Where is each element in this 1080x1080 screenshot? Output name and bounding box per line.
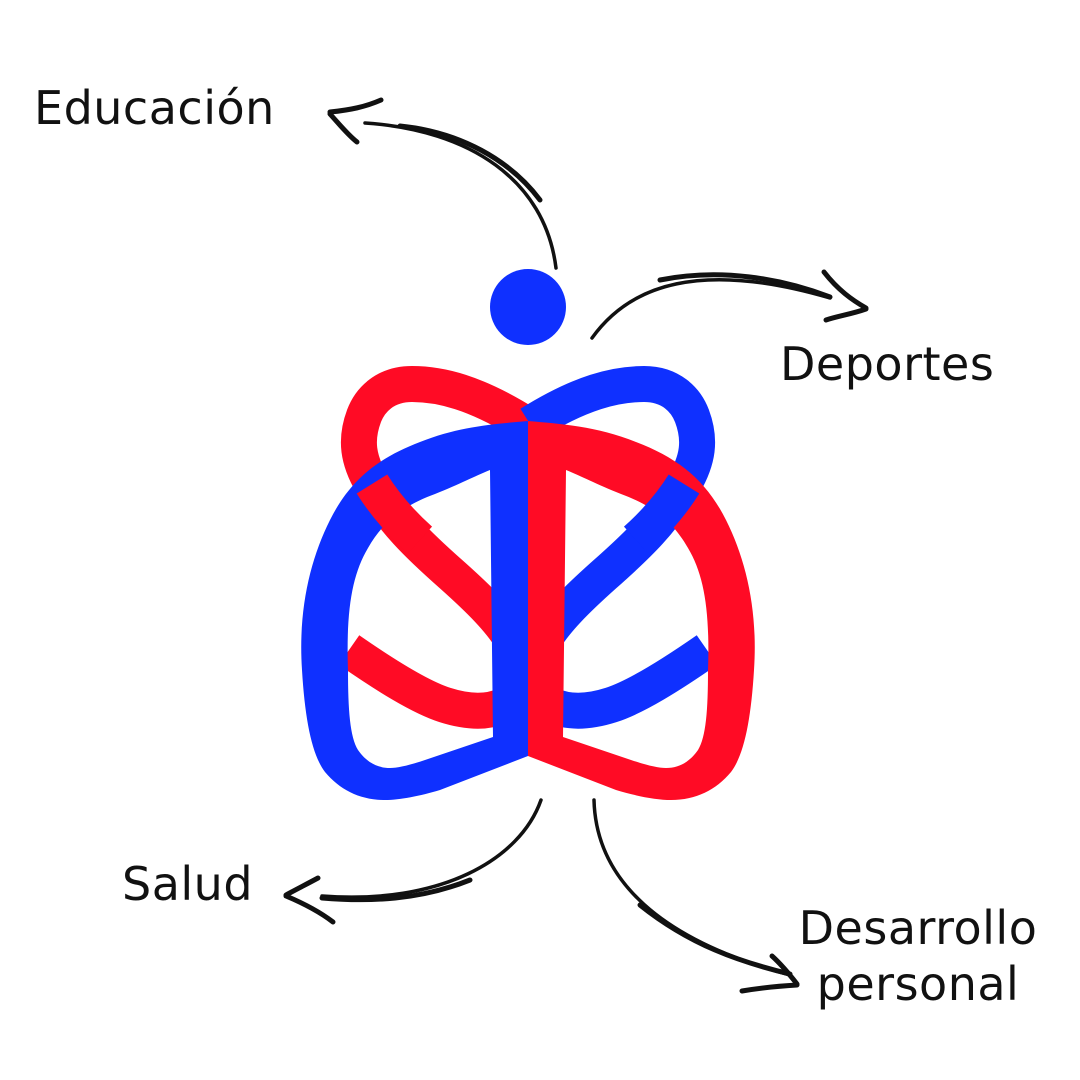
label-personal-development-line2: personal	[816, 957, 1020, 1011]
red-front-cross-left	[356, 474, 433, 554]
head-icon	[490, 269, 566, 345]
arrow-health-head-bottom	[283, 893, 336, 925]
blue-lower-right-band	[543, 635, 718, 729]
arrow-health-shaft	[320, 798, 543, 899]
arrow-education	[327, 97, 558, 270]
blue-left-wing	[301, 421, 528, 800]
arrow-sports-shaft	[590, 278, 832, 340]
label-education: Educación	[34, 81, 275, 135]
red-right-wing	[528, 421, 755, 800]
blue-front-cross-right	[623, 474, 700, 554]
arrow-personal-development-head-bottom	[739, 982, 800, 994]
blue-upper-right-loop	[520, 366, 716, 650]
butterfly-logo	[301, 269, 755, 800]
arrow-personal-development	[592, 798, 800, 994]
arrow-health-head-top	[283, 875, 321, 898]
arrow-education-shaft	[363, 121, 558, 270]
arrow-sports-head-top	[821, 269, 869, 311]
red-upper-left-loop	[340, 366, 536, 650]
label-sports: Deportes	[780, 337, 995, 391]
arrow-sports-shaft-thick	[657, 272, 833, 300]
label-personal-development-line1: Desarrollo	[798, 901, 1038, 955]
label-health: Salud	[122, 857, 254, 911]
arrow-personal-development-shaft	[592, 798, 792, 977]
arrow-education-shaft-thick	[397, 123, 543, 203]
arrow-education-head-bottom	[327, 111, 360, 145]
arrow-sports-head-bottom	[823, 306, 869, 323]
arrow-education-head-top	[327, 97, 384, 115]
arrow-health	[283, 798, 543, 925]
arrow-personal-development-shaft-thick	[637, 902, 793, 977]
label-personal-development: Desarrollo personal	[786, 900, 1050, 1012]
red-lower-left-band	[338, 635, 513, 729]
arrow-health-shaft-thick	[319, 877, 473, 903]
arrow-sports	[590, 269, 869, 340]
arrow-personal-development-head-top	[769, 953, 800, 987]
